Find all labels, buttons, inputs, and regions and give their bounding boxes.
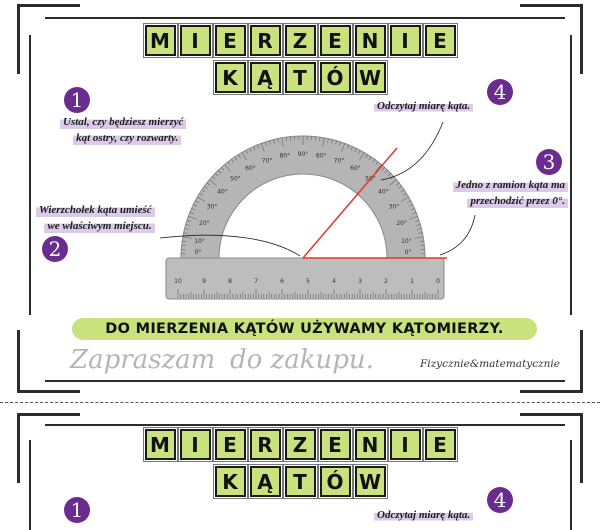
title-letter-tile: I xyxy=(180,429,211,460)
title-letter-tile: E xyxy=(320,429,351,460)
protractor-label: 80° xyxy=(316,153,327,160)
ruler-label: 2 xyxy=(384,278,388,285)
title-letter-tile: T xyxy=(285,466,316,497)
title-letter-tile: I xyxy=(390,429,421,460)
title-letter-tile: R xyxy=(250,429,281,460)
ruler-label: 7 xyxy=(254,278,258,285)
protractor-label: 60° xyxy=(245,165,256,172)
ruler xyxy=(166,258,444,299)
ruler-label: 1 xyxy=(410,278,414,285)
title-letter-tile: Ó xyxy=(320,466,351,497)
protractor-label: 40° xyxy=(378,189,389,196)
title-letter-tile: Ą xyxy=(250,466,281,497)
protractor-label: 70° xyxy=(262,157,273,164)
protractor-label: 20° xyxy=(199,220,210,227)
title-letter-tile: K xyxy=(215,466,246,497)
arrow-step-3 xyxy=(440,215,475,255)
protractor-label: 30° xyxy=(207,204,218,211)
protractor-label: 80° xyxy=(279,153,290,160)
protractor-label: 50° xyxy=(230,176,241,183)
protractor-label: 40° xyxy=(217,189,228,196)
ruler-label: 5 xyxy=(306,278,310,285)
protractor-label: 30° xyxy=(389,204,400,211)
ruler-label: 3 xyxy=(358,278,362,285)
protractor-label: 20° xyxy=(396,220,407,227)
step-4-badge-2: 4 xyxy=(487,487,513,513)
step-4-line-1-copy: Odczytaj miarę kąta. xyxy=(374,509,473,521)
title-letter-tile: M xyxy=(145,429,176,460)
protractor-label: 10° xyxy=(194,238,205,245)
author-signature: Fizycznie&matematycznie xyxy=(420,358,560,370)
cut-line xyxy=(0,402,600,403)
title-letter-tile: Z xyxy=(285,429,316,460)
summary-banner: DO MIERZENIA KĄTÓW UŻYWAMY KĄTOMIERZY. xyxy=(72,318,537,340)
ruler-label: 0 xyxy=(436,278,440,285)
title-letter-tile: N xyxy=(355,429,386,460)
step-4-text-2: Odczytaj miarę kąta. xyxy=(374,509,473,521)
ruler-label: 6 xyxy=(280,278,284,285)
ruler-label: 9 xyxy=(202,278,206,285)
title-letter-tile: E xyxy=(215,429,246,460)
protractor-label: 90° xyxy=(298,151,309,158)
ruler-label: 10 xyxy=(174,278,182,285)
step-1-badge-2: 1 xyxy=(64,497,90,523)
protractor-label: 70° xyxy=(334,157,345,164)
arrow-step-4 xyxy=(381,122,443,180)
ruler-label: 4 xyxy=(332,278,336,285)
protractor-label: 0° xyxy=(405,249,412,256)
protractor-label: 10° xyxy=(401,238,412,245)
title-letter-tile: E xyxy=(425,429,456,460)
ruler-label: 8 xyxy=(228,278,232,285)
protractor-label: 0° xyxy=(195,249,202,256)
title-letter-tile: W xyxy=(355,466,386,497)
protractor-label: 60° xyxy=(350,165,361,172)
